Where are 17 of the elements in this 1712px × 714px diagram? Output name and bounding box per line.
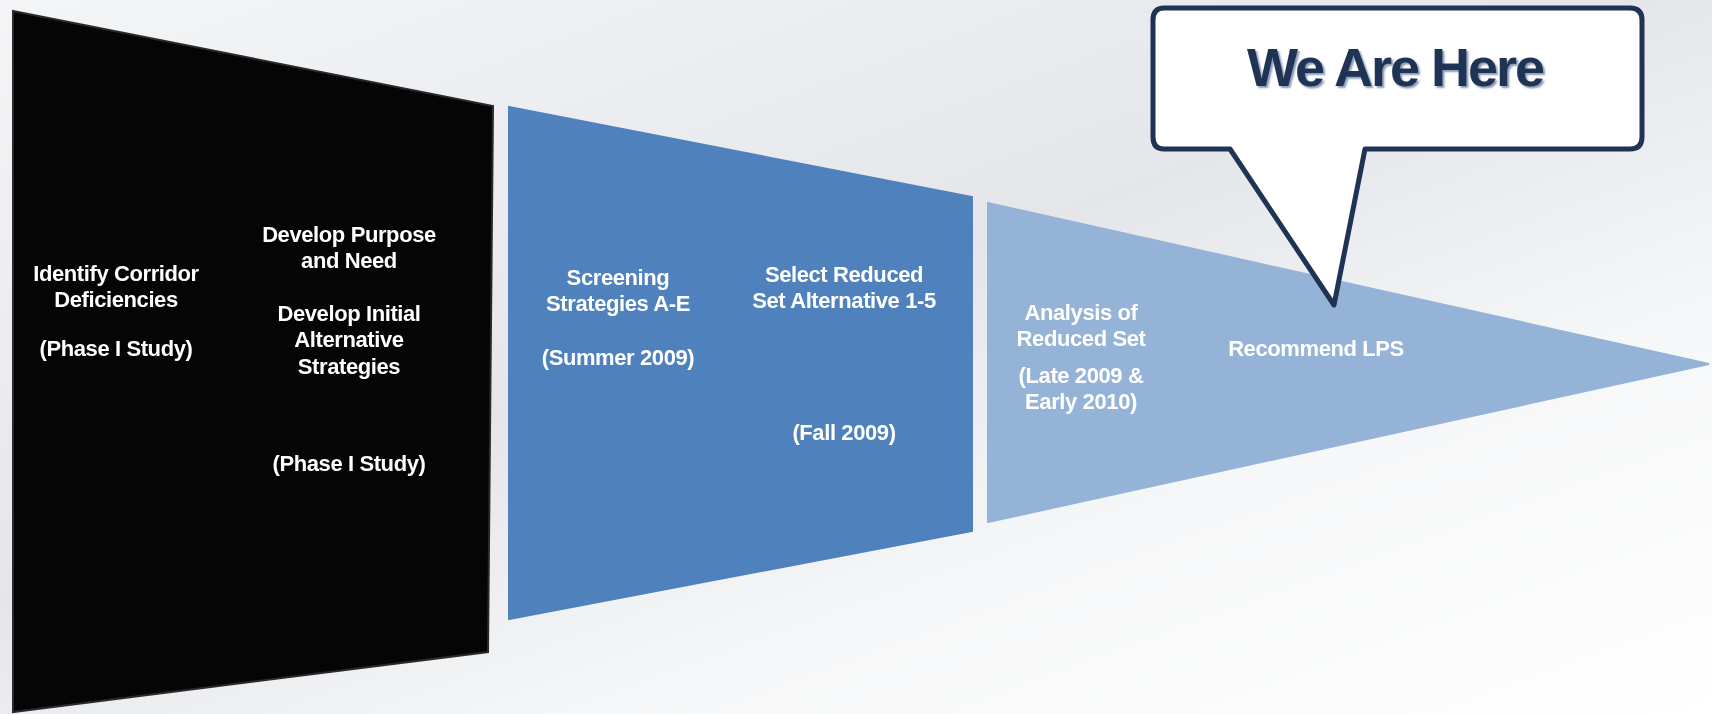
- stage-label: (Fall 2009): [791, 420, 897, 447]
- speech-bubble: [1150, 5, 1647, 308]
- stage-label: Select Reduced Set Alternative 1-5: [751, 262, 937, 315]
- stage-label: (Phase I Study): [38, 336, 194, 363]
- stage-label: Analysis of Reduced Set: [1015, 300, 1147, 353]
- stage-label: Screening Strategies A-E: [545, 265, 691, 318]
- stage-label: (Late 2009 & Early 2010): [1017, 363, 1145, 416]
- funnel-stage: [988, 203, 1709, 522]
- funnel-stage: [13, 11, 493, 712]
- callout-text: We Are Here: [1246, 36, 1544, 99]
- funnel-stage: [509, 107, 972, 619]
- stage-label: (Summer 2009): [540, 345, 696, 372]
- stage-label: Recommend LPS: [1227, 336, 1405, 363]
- stage-label: Identify Corridor Deficiencies: [32, 261, 200, 314]
- stage-label: Develop Initial Alternative Strategies: [276, 301, 422, 381]
- stage-label: (Phase I Study): [271, 451, 427, 478]
- stage-label: Develop Purpose and Need: [261, 222, 437, 275]
